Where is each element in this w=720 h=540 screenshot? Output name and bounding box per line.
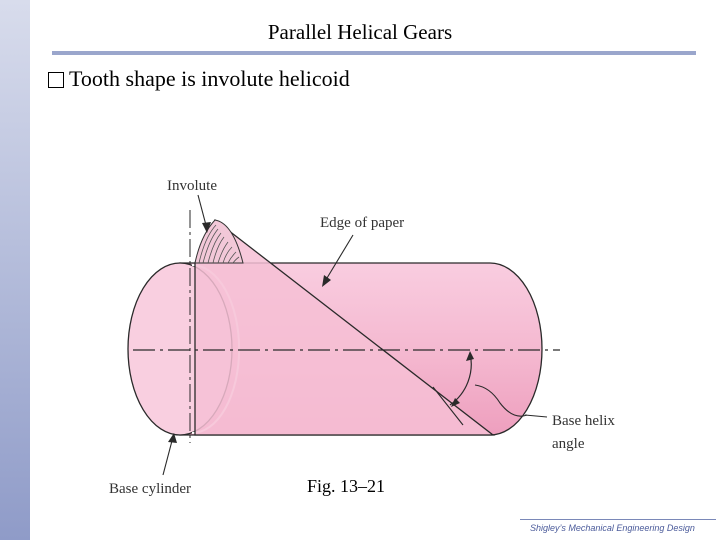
label-angle: angle — [552, 436, 585, 452]
leader-edge-arrow — [322, 275, 331, 287]
title-underline — [52, 51, 696, 55]
label-edge-of-paper: Edge of paper — [320, 215, 404, 231]
bullet-text: Tooth shape is involute helicoid — [69, 66, 350, 91]
helical-gear-figure: Involute Edge of paper Base helix angle … — [95, 165, 655, 500]
leader-base-cylinder-arrow — [168, 433, 177, 443]
footer-rule — [520, 519, 716, 520]
footer-credit: Shigley’s Mechanical Engineering Design — [530, 523, 695, 533]
involute-hatch — [194, 219, 244, 264]
leader-involute-arrow — [202, 222, 211, 233]
side-decor-band — [0, 0, 30, 540]
label-base-cylinder: Base cylinder — [109, 481, 191, 497]
helical-gear-diagram: Involute Edge of paper Base helix angle … — [109, 178, 615, 497]
angle-arrow-top — [466, 351, 474, 361]
slide-title: Parallel Helical Gears — [267, 20, 453, 44]
bullet-item: Tooth shape is involute helicoid — [48, 66, 350, 92]
helix-curve — [474, 384, 528, 417]
helix-line — [432, 386, 464, 426]
figure-caption: Fig. 13–21 — [307, 476, 386, 496]
label-base-helix: Base helix — [552, 413, 615, 429]
label-involute: Involute — [167, 178, 217, 194]
angle-arrow-bottom — [451, 398, 460, 407]
leader-base-helix — [524, 414, 548, 418]
leader-base-cylinder — [162, 436, 174, 476]
checkbox-bullet-icon — [48, 72, 64, 88]
leader-edge-of-paper — [323, 234, 354, 284]
